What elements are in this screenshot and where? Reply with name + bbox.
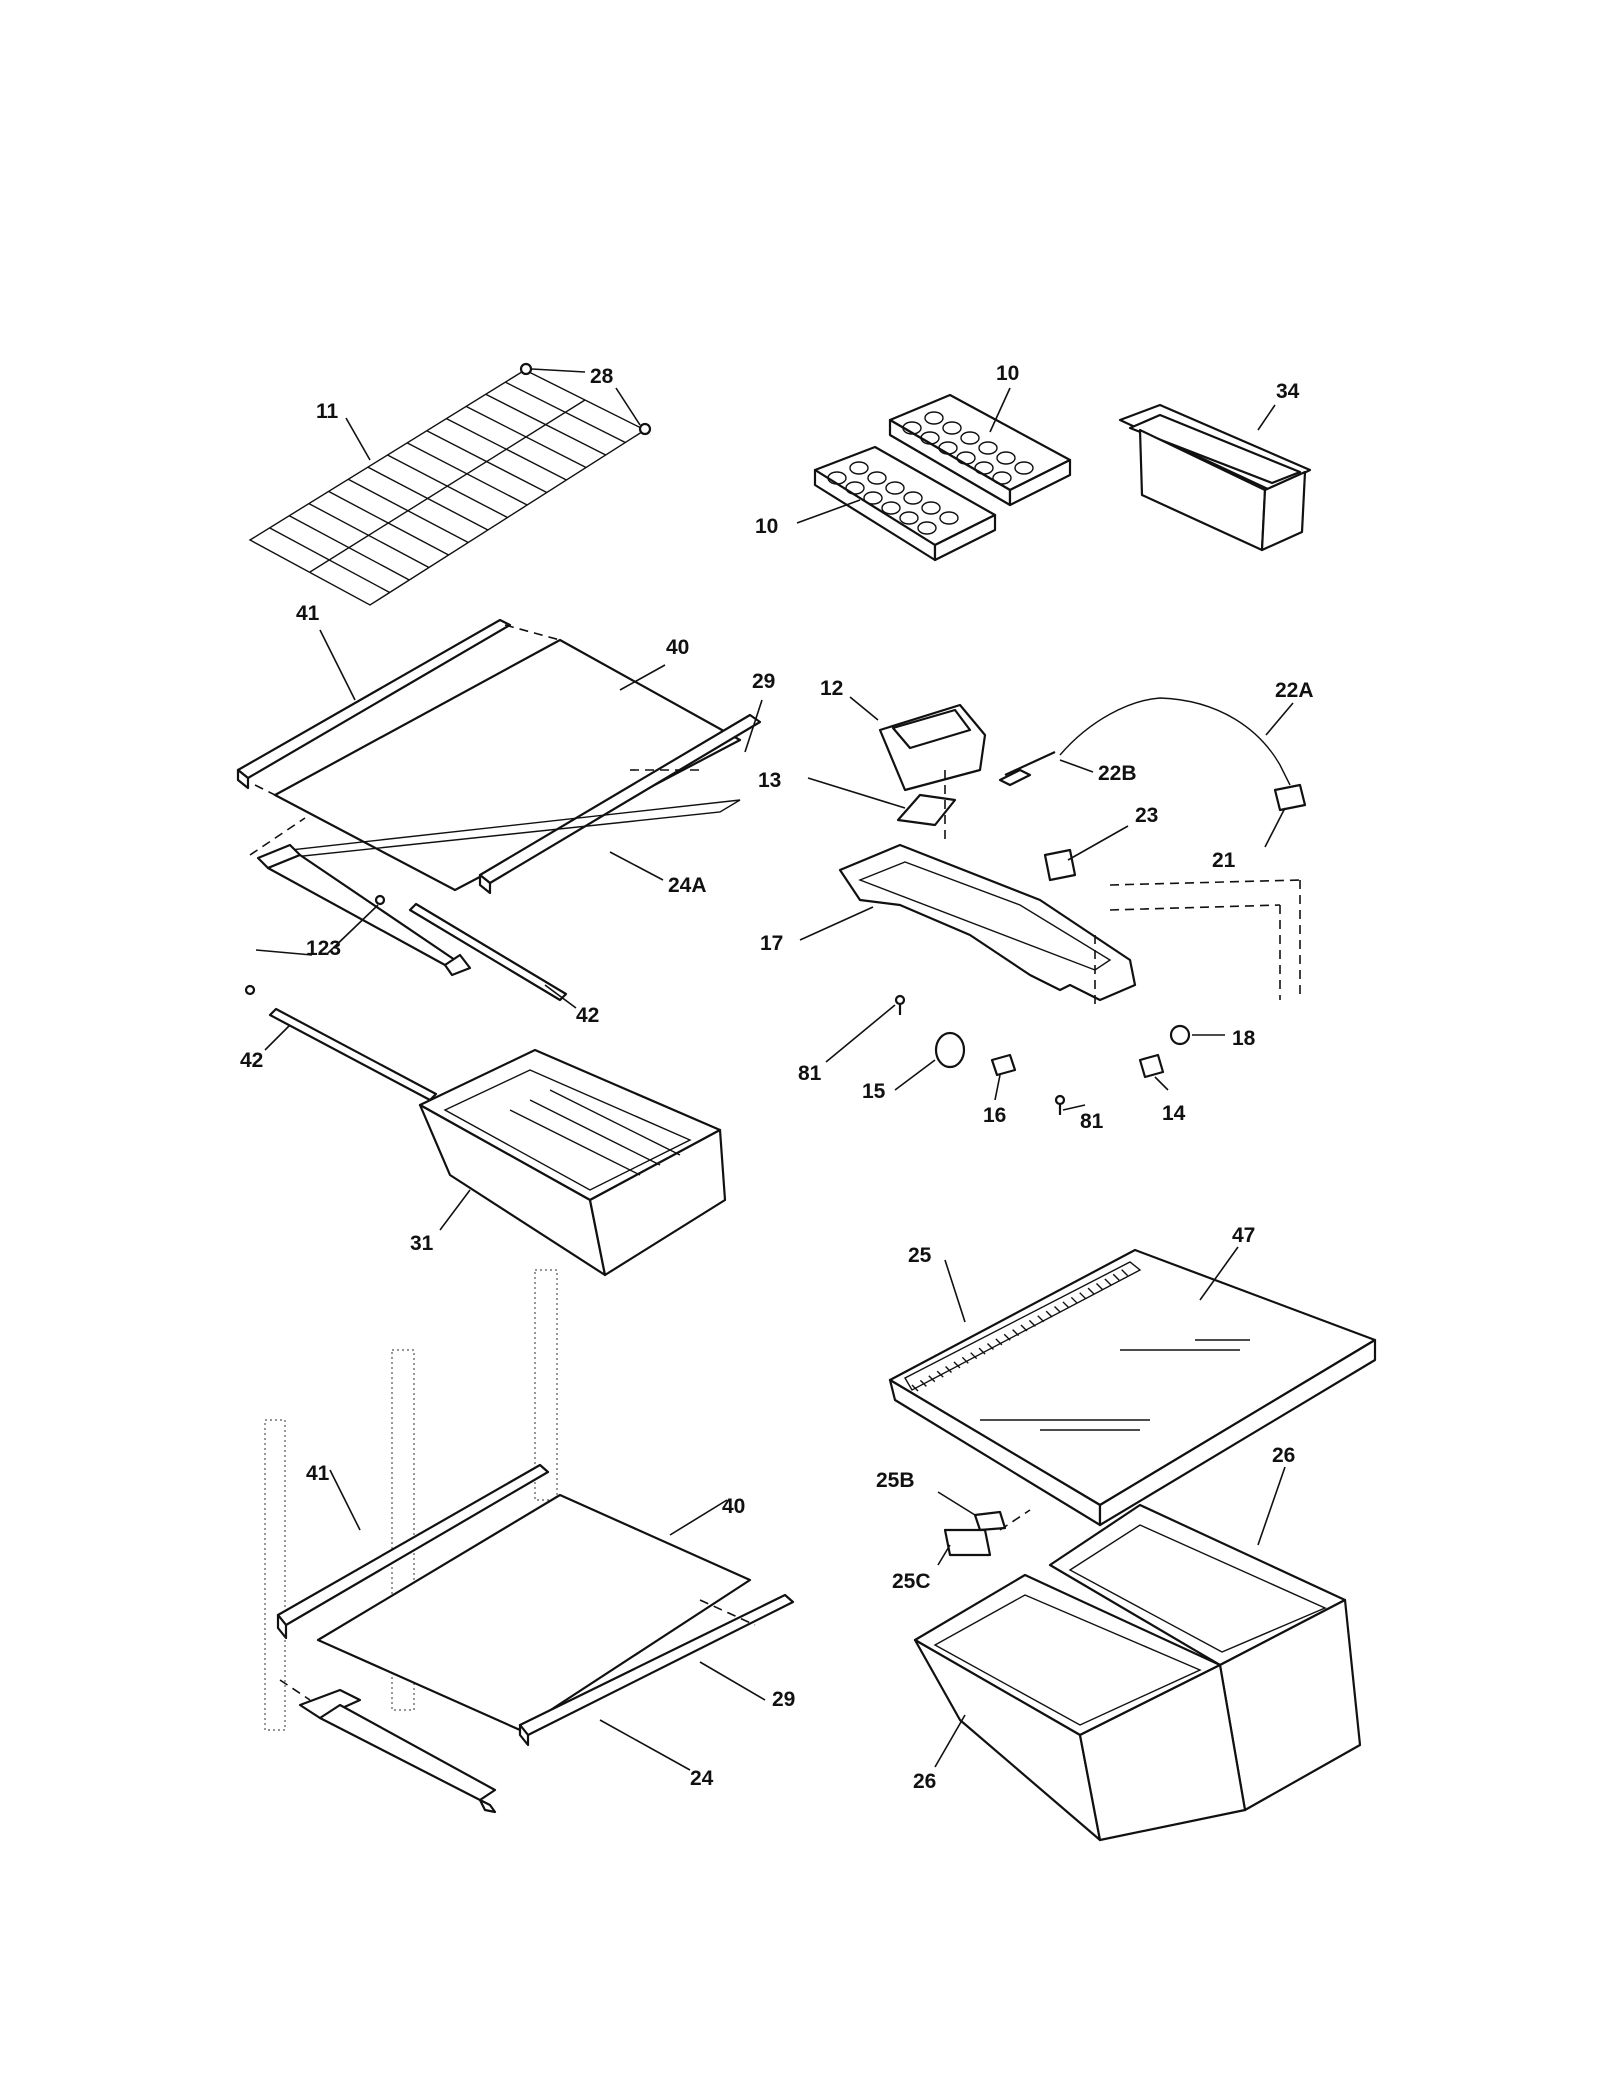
callout-34: 34 (1276, 380, 1300, 403)
callout-10-back: 10 (996, 362, 1019, 385)
crisper-drawer (418, 1048, 727, 1277)
callout-28: 28 (590, 365, 614, 388)
callout-25b: 25B (876, 1469, 915, 1492)
callout-42-right: 42 (576, 1004, 599, 1027)
callout-22b: 22B (1098, 762, 1137, 785)
callout-26-left: 26 (913, 1770, 936, 1793)
callout-24a: 24A (668, 874, 707, 897)
callout-17: 17 (760, 932, 783, 955)
callout-40-upper: 40 (666, 636, 689, 659)
callout-26-right: 26 (1272, 1444, 1295, 1467)
callout-labels: 11 28 10 10 34 41 40 29 24A 123 42 42 31… (240, 362, 1314, 1793)
upper-shelf-assembly (236, 618, 762, 1102)
callout-10-front: 10 (755, 515, 778, 538)
ice-maker-assembly (838, 697, 1307, 1115)
callout-31: 31 (410, 1232, 434, 1255)
callout-123: 123 (306, 937, 341, 960)
callout-16: 16 (983, 1104, 1006, 1127)
ice-tray-back (888, 393, 1072, 507)
callout-81-left: 81 (798, 1062, 822, 1085)
callout-22a: 22A (1275, 679, 1314, 702)
callout-41-upper: 41 (296, 602, 320, 625)
crisper-drawer-left (913, 1573, 1247, 1842)
callout-41-lower: 41 (306, 1462, 330, 1485)
storage-bin (1118, 403, 1312, 552)
wire-shelf (248, 362, 652, 606)
callout-40-lower: 40 (722, 1495, 745, 1518)
crisper-drawer-right (1048, 1503, 1362, 1812)
lower-shelf-assembly (264, 1269, 795, 1814)
leader-lines (255, 368, 1294, 1771)
callout-29-lower: 29 (772, 1688, 795, 1711)
callout-11: 11 (316, 400, 339, 423)
callout-81-right: 81 (1080, 1110, 1104, 1133)
callout-18: 18 (1232, 1027, 1256, 1050)
callout-15: 15 (862, 1080, 886, 1103)
callout-42-left: 42 (240, 1049, 263, 1072)
callout-21: 21 (1212, 849, 1236, 872)
callout-25c: 25C (892, 1570, 931, 1593)
callout-25: 25 (908, 1244, 932, 1267)
callout-13: 13 (758, 769, 781, 792)
callout-29-upper: 29 (752, 670, 775, 693)
ice-tray-front (813, 445, 997, 562)
callout-47: 47 (1232, 1224, 1255, 1247)
callout-14: 14 (1162, 1102, 1186, 1125)
callout-12: 12 (820, 677, 843, 700)
callout-24: 24 (690, 1767, 714, 1790)
crisper-cover (888, 1248, 1377, 1557)
callout-23: 23 (1135, 804, 1158, 827)
